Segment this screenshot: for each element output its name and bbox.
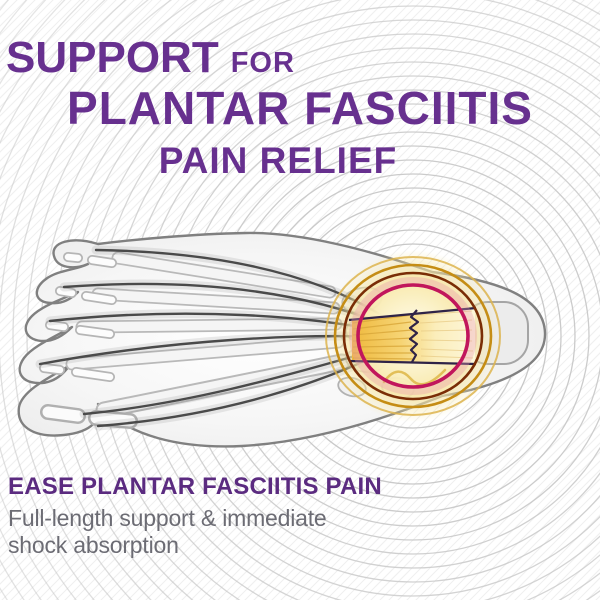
headline-for-text: FOR bbox=[230, 47, 295, 79]
footer-body-line2: shock absorption bbox=[8, 532, 179, 558]
big-toe-bones-fill bbox=[42, 406, 136, 427]
footer-body-line1: Full-length support & immediate bbox=[8, 505, 327, 531]
fascia-bottom-edge bbox=[348, 359, 477, 366]
ring-maroon bbox=[342, 271, 484, 401]
fascia-striations-right bbox=[419, 310, 474, 359]
headline-line1: SUPPORT FOR bbox=[0, 36, 600, 80]
ring-pink-halo bbox=[349, 277, 477, 395]
pain-target-rings bbox=[325, 256, 501, 416]
footer-text: EASE PLANTAR FASCIITIS PAIN Full-length … bbox=[8, 473, 382, 559]
headline: SUPPORT FOR PLANTAR FASCIITIS PAIN RELIEF bbox=[0, 36, 600, 181]
ring-crimson bbox=[356, 283, 470, 389]
ring-outer-gold bbox=[325, 256, 501, 416]
tendon-lines bbox=[38, 248, 400, 428]
metatarsal-bones-fill bbox=[67, 253, 343, 369]
footer-heading: EASE PLANTAR FASCIITIS PAIN bbox=[8, 473, 382, 500]
fascia-striations-left bbox=[352, 314, 414, 360]
ring-gold bbox=[333, 263, 493, 409]
footer-body: Full-length support & immediate shock ab… bbox=[8, 505, 382, 559]
headline-line3: PAIN RELIEF bbox=[158, 140, 398, 181]
toe-bones-fill bbox=[40, 253, 116, 381]
fascia-tear-zigzag bbox=[408, 309, 420, 363]
headline-support-text: SUPPORT bbox=[6, 33, 219, 82]
headline-line2: PLANTAR FASCIITIS bbox=[67, 82, 533, 134]
pain-highlight bbox=[325, 250, 501, 422]
heel-wave-line bbox=[382, 368, 447, 386]
